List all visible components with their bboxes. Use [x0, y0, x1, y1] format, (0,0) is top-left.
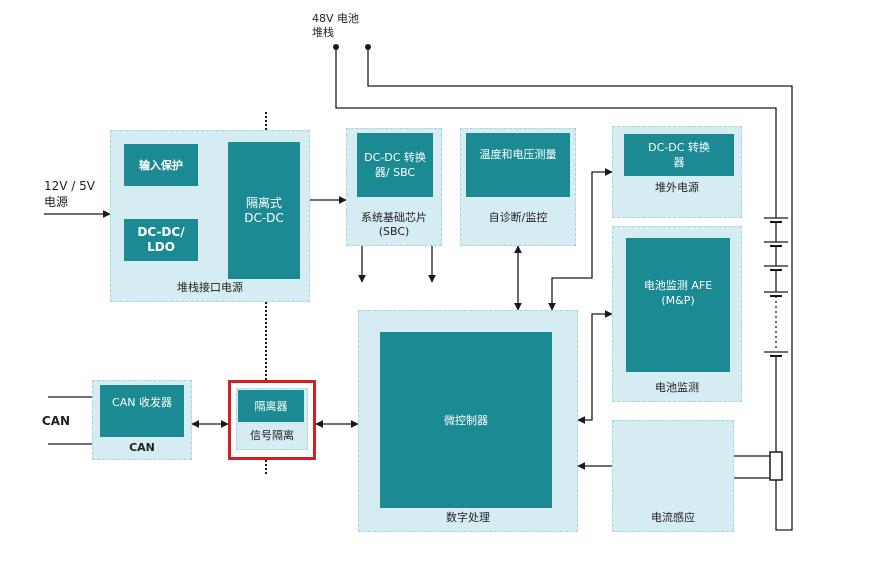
power-input-label: 12V / 5V 电源	[44, 179, 95, 209]
current-sense-panel	[612, 420, 734, 532]
can-bus-label: CAN	[41, 414, 71, 428]
microcontroller-block: 微控制器	[380, 332, 552, 508]
dcdc-ldo-block: DC-DC/ LDO	[124, 219, 198, 261]
battery-stack-label: 48V 电池 堆栈	[312, 12, 360, 39]
battery-stack-wire-negative	[367, 47, 793, 531]
input-protection-block: 输入保护	[124, 144, 198, 186]
mcu-afe-arrow	[577, 310, 613, 424]
sbc-caption: 系统基础芯片 (SBC)	[361, 211, 427, 238]
battery-stack-wire-positive	[335, 47, 777, 218]
temp-voltage-measure-block: 温度和电压测量	[466, 133, 570, 197]
offstack-dcdc-block: DC-DC 转换 器	[624, 134, 734, 176]
offstack-power-caption: 堆外电源	[655, 181, 699, 194]
self-diagnostics-caption: 自诊断/监控	[488, 211, 548, 224]
sbc-block: DC-DC 转换 器/ SBC	[357, 133, 433, 197]
stack-interface-power-caption: 堆栈接口电源	[177, 281, 243, 294]
can-transceiver-block: CAN 收发器	[100, 385, 184, 437]
shunt-resistor	[769, 451, 783, 481]
signal-isolation-caption: 信号隔离	[250, 429, 294, 442]
battery-monitor-caption: 电池监测	[655, 381, 699, 394]
mcu-offstack-arrow	[548, 168, 613, 311]
battery-monitor-afe-block: 电池监测 AFE (M&P)	[626, 238, 730, 372]
can-caption: CAN	[129, 441, 155, 454]
isolated-dcdc-block: 隔离式 DC-DC	[228, 142, 300, 279]
isolator-block: 隔离器	[238, 390, 304, 422]
digital-processing-caption: 数字处理	[446, 511, 490, 524]
current-sense-caption: 电流感应	[651, 511, 695, 524]
